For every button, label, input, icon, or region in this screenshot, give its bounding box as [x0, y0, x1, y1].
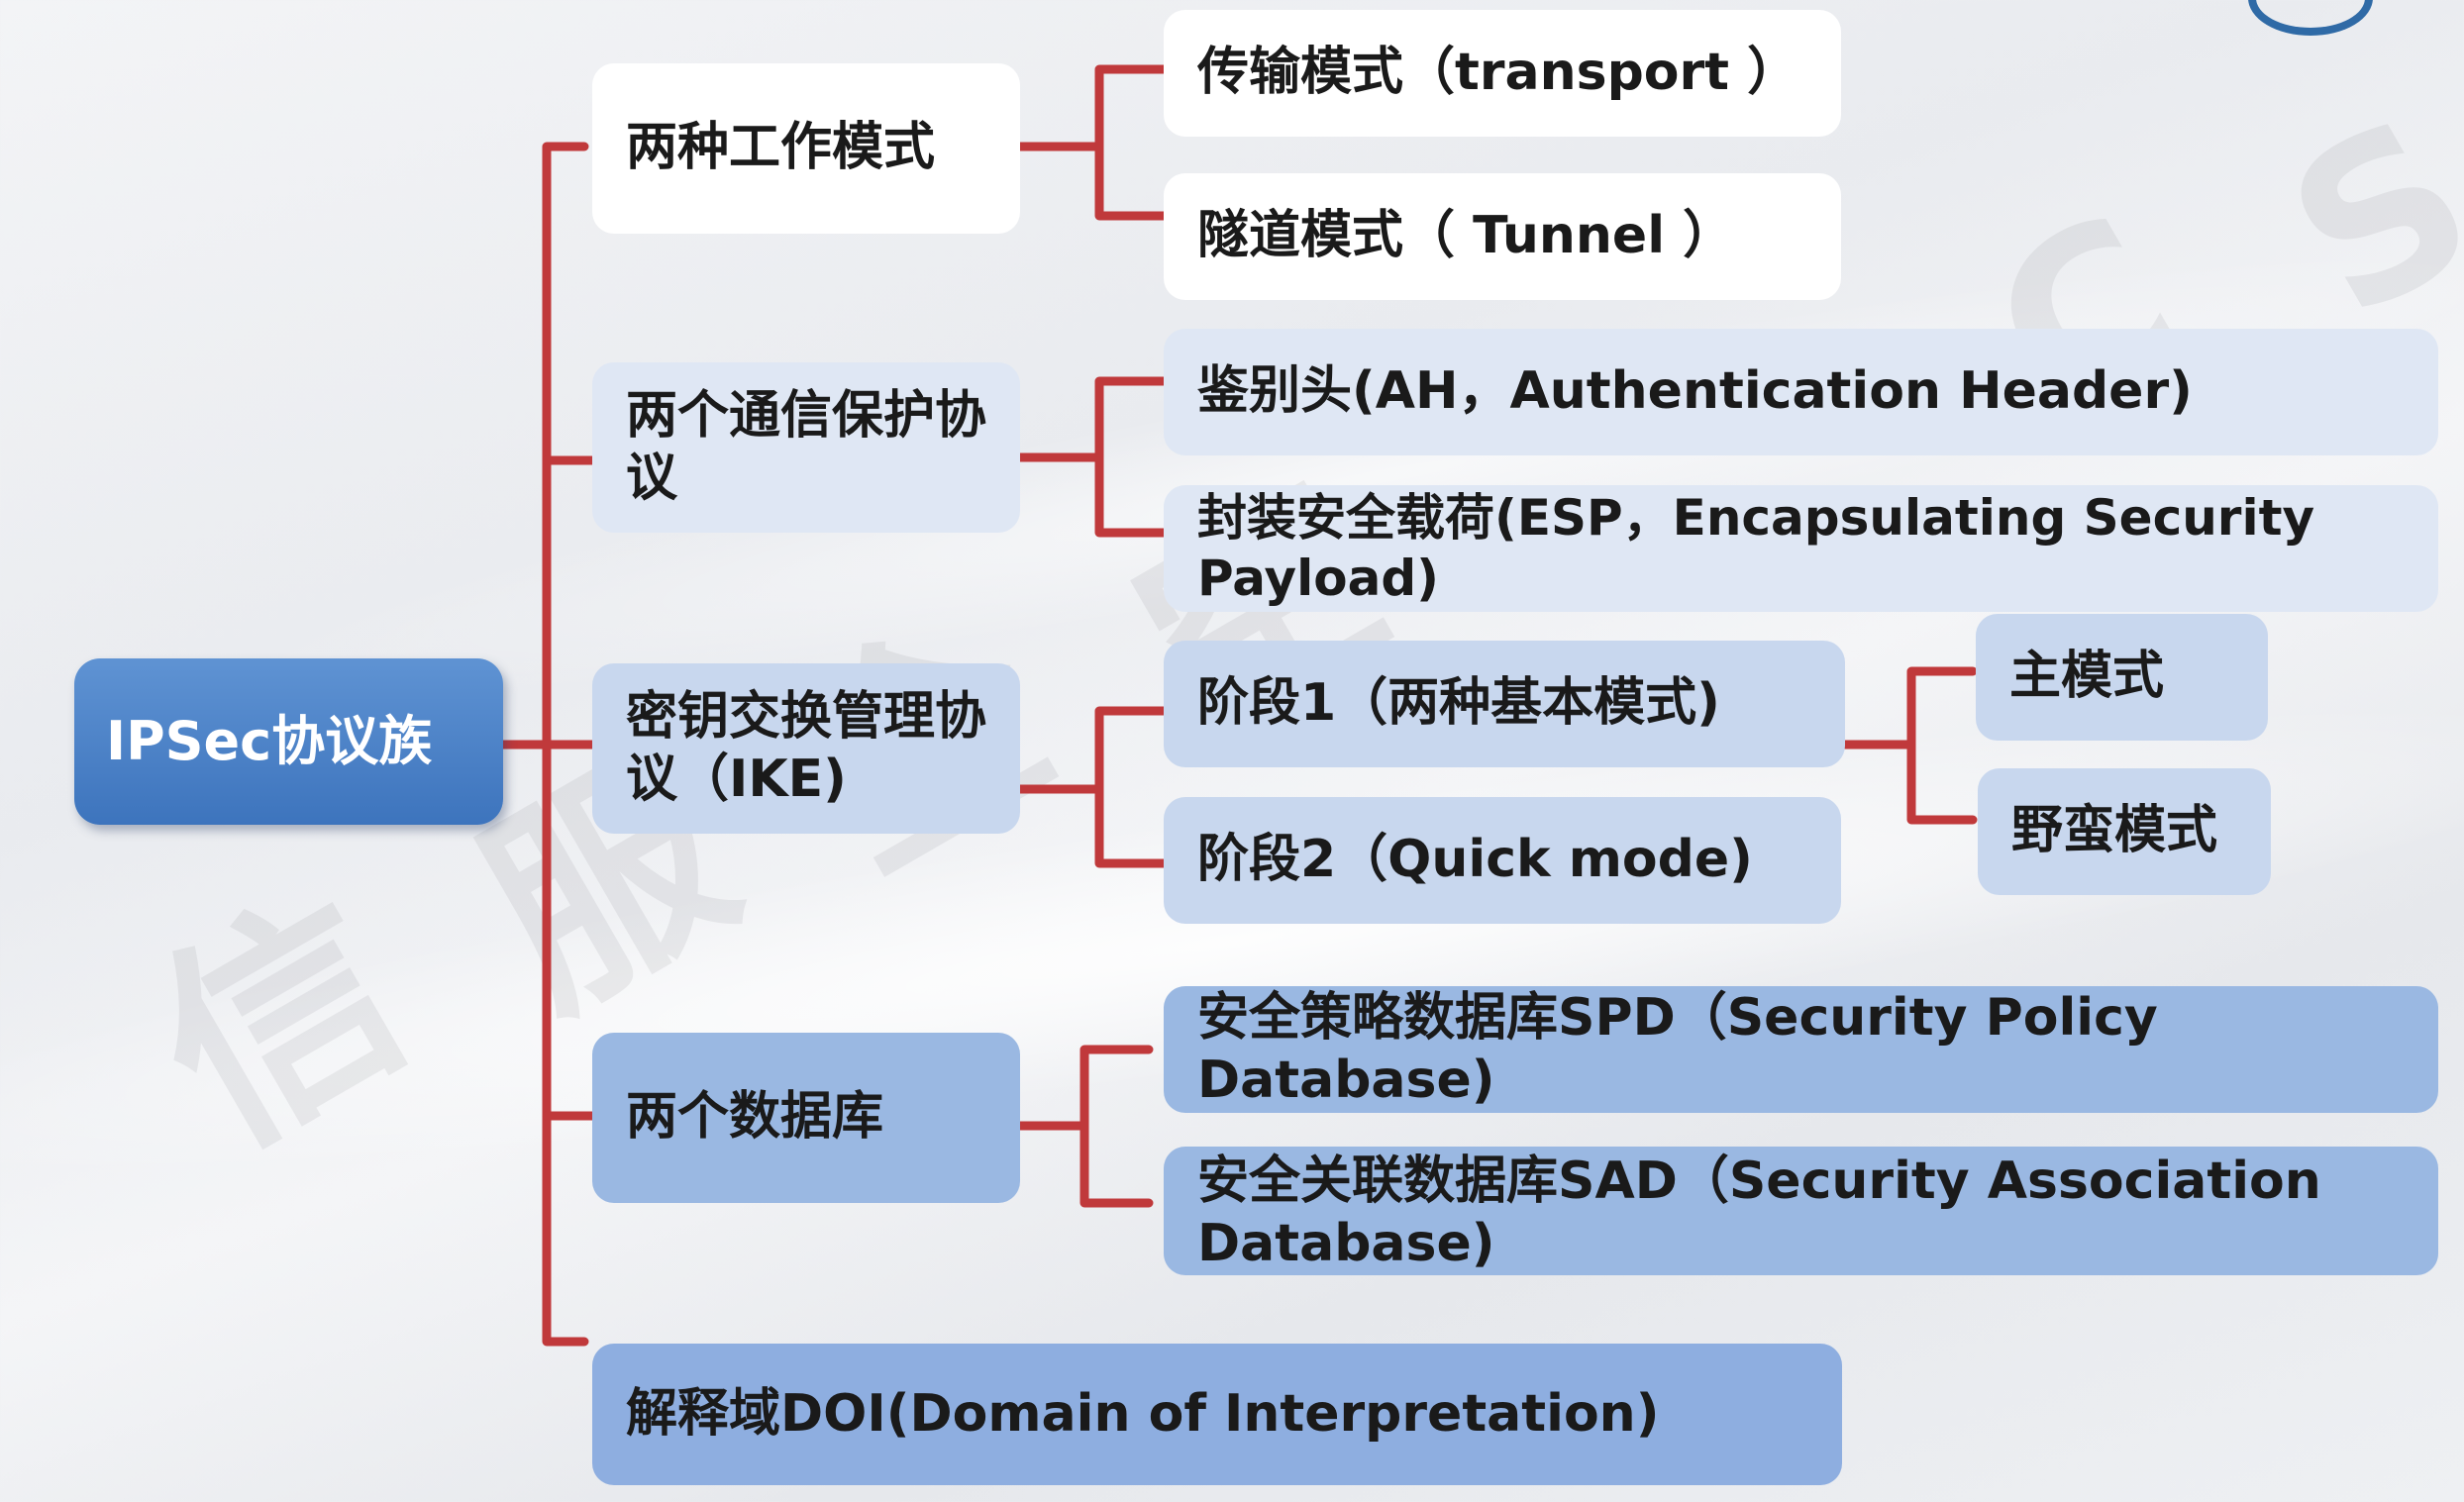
branch-work-modes: 两种工作模式 — [592, 63, 1020, 234]
branch-ike: 密钥交换管理协议（IKE) — [592, 663, 1020, 834]
branch-label: 两个数据库 — [626, 1087, 884, 1148]
branch-databases: 两个数据库 — [592, 1033, 1020, 1203]
root-label: IPSec协议族 — [106, 710, 433, 773]
branch-label: 密钥交换管理协议（IKE) — [626, 686, 987, 809]
leaf-label: 传输模式（transport ） — [1197, 43, 1799, 103]
leaf-label: 鉴别头(AH，Authentication Header) — [1197, 361, 2193, 422]
leaf-main-mode: 主模式 — [1976, 614, 2268, 741]
branch-doi: 解释域DOI(Domain of Interpretation) — [592, 1344, 1842, 1485]
leaf-tunnel-mode: 隧道模式（ Tunnel ） — [1164, 173, 1841, 300]
branch-label: 两个通信保护协议 — [626, 385, 987, 508]
leaf-label: 主模式 — [2009, 647, 2165, 707]
leaf-sad: 安全关联数据库SAD（Security Association Database… — [1164, 1147, 2438, 1275]
branch-protocols: 两个通信保护协议 — [592, 362, 1020, 533]
leaf-label: 野蛮模式 — [2011, 801, 2218, 861]
branch-label: 解释域DOI(Domain of Interpretation) — [626, 1383, 1660, 1444]
leaf-label: 阶段1（两种基本模式) — [1197, 673, 1720, 734]
leaf-esp: 封装安全载荷(ESP，Encapsulating Security Payloa… — [1164, 485, 2438, 612]
leaf-label: 安全策略数据库SPD（Security Policy Database) — [1197, 987, 2158, 1110]
leaf-phase1: 阶段1（两种基本模式) — [1164, 641, 1845, 767]
leaf-spd: 安全策略数据库SPD（Security Policy Database) — [1164, 986, 2438, 1113]
leaf-label: 封装安全载荷(ESP，Encapsulating Security Payloa… — [1197, 489, 2315, 607]
branch-label: 两种工作模式 — [626, 118, 936, 178]
leaf-label: 安全关联数据库SAD（Security Association Database… — [1197, 1152, 2321, 1274]
leaf-phase2: 阶段2（Quick mode) — [1164, 797, 1841, 924]
leaf-label: 隧道模式（ Tunnel ） — [1197, 206, 1735, 266]
leaf-label: 阶段2（Quick mode) — [1197, 830, 1753, 890]
leaf-aggressive-mode: 野蛮模式 — [1978, 768, 2271, 895]
root-node: IPSec协议族 — [74, 658, 503, 825]
leaf-ah: 鉴别头(AH，Authentication Header) — [1164, 329, 2438, 455]
leaf-transport-mode: 传输模式（transport ） — [1164, 10, 1841, 137]
